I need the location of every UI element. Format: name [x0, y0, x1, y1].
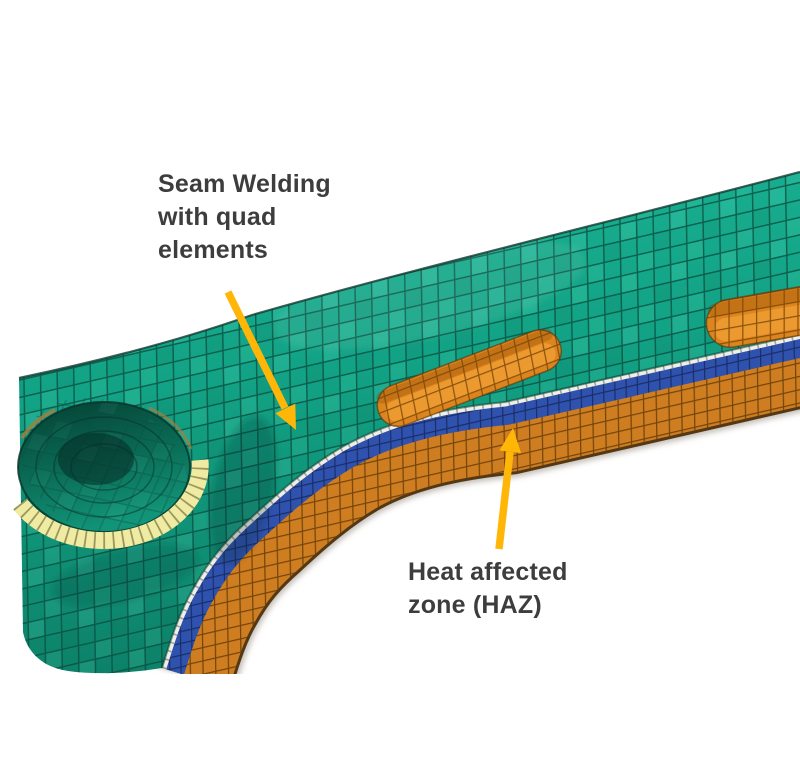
- weld-slot-right: [705, 277, 800, 348]
- shell-weld-boundary-edge: [161, 333, 800, 669]
- seam-weld-ring: [13, 406, 209, 549]
- seam-weld-arrow: [224, 290, 296, 430]
- rim-tan-arc-left: [20, 408, 56, 439]
- rim-tan-arc-right: [148, 406, 193, 450]
- hole-dimple: [17, 397, 191, 537]
- shell-highlight: [273, 240, 587, 350]
- shell-shade-under-dome: [51, 543, 199, 607]
- shell-shade-crease: [209, 416, 277, 564]
- upper-shell: [18, 170, 800, 674]
- welded-beam: [13, 170, 800, 674]
- dimple-rim-edge: [17, 401, 191, 533]
- shell-top-edge: [18, 170, 800, 380]
- weld-slot-main: [376, 328, 562, 428]
- seam-welding-label: Seam Welding with quad elements: [158, 170, 331, 264]
- haz-label: Heat affected zone (HAZ): [408, 558, 568, 619]
- dimple-contour-rings: [35, 416, 173, 518]
- dimple-core-shadow: [58, 433, 134, 485]
- weld-ring-ticks: [13, 459, 209, 549]
- haz-arrow: [495, 428, 522, 550]
